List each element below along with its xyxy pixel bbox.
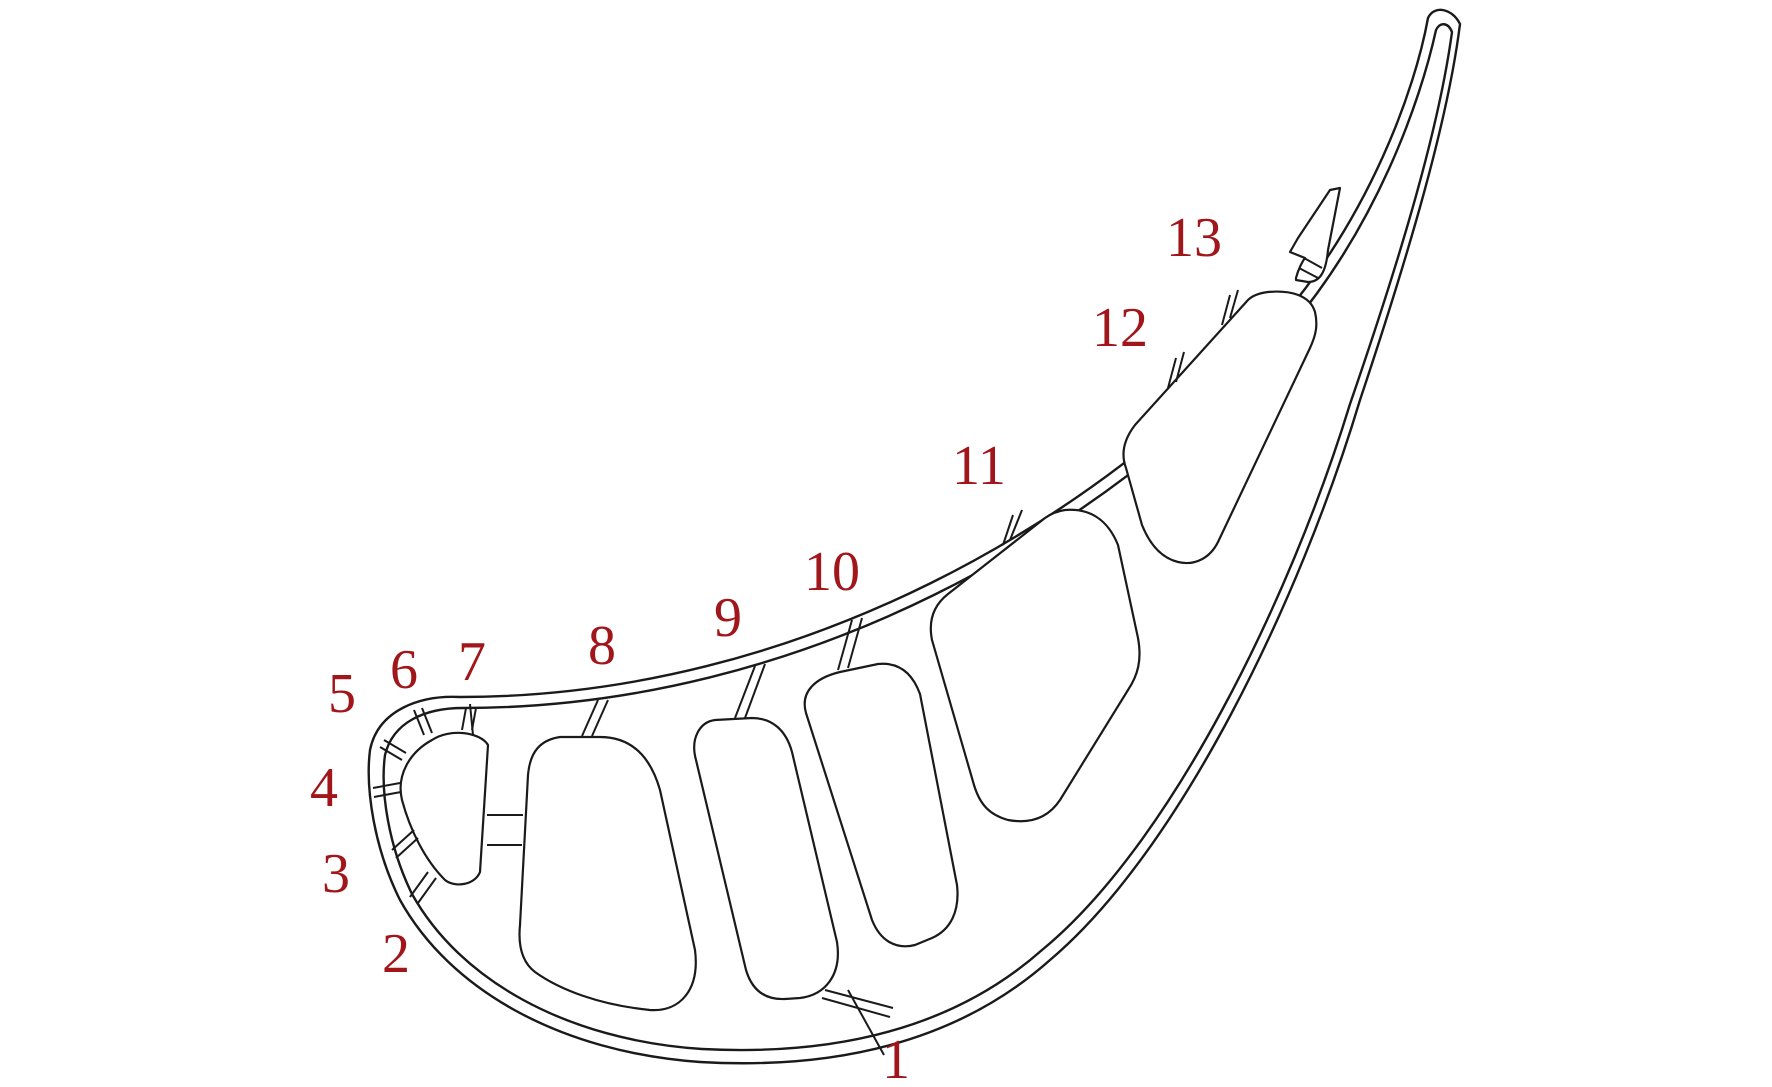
label-13: 13 bbox=[1166, 207, 1222, 269]
label-11: 11 bbox=[952, 435, 1006, 497]
label-8: 8 bbox=[588, 615, 616, 677]
label-6: 6 bbox=[390, 639, 418, 701]
label-7: 7 bbox=[458, 631, 486, 693]
cavity-4 bbox=[929, 508, 1141, 823]
leading-edge-cavity bbox=[399, 731, 490, 886]
cavity-1 bbox=[518, 735, 697, 1012]
trailing-edge-cavity bbox=[1288, 186, 1342, 284]
label-10: 10 bbox=[804, 541, 860, 603]
label-4: 4 bbox=[310, 757, 338, 819]
label-2: 2 bbox=[382, 923, 410, 985]
label-12: 12 bbox=[1092, 297, 1148, 359]
cavity-2 bbox=[693, 716, 839, 1001]
label-1: 1 bbox=[882, 1029, 910, 1087]
film-cooling-holes bbox=[372, 289, 1239, 1056]
label-5: 5 bbox=[328, 663, 356, 725]
cavity-3 bbox=[803, 662, 959, 948]
label-9: 9 bbox=[714, 587, 742, 649]
label-3: 3 bbox=[322, 843, 350, 905]
cavity-5 bbox=[1122, 290, 1318, 565]
hole-labels: 1 2 3 4 5 6 7 8 9 10 11 12 13 bbox=[310, 207, 1222, 1087]
